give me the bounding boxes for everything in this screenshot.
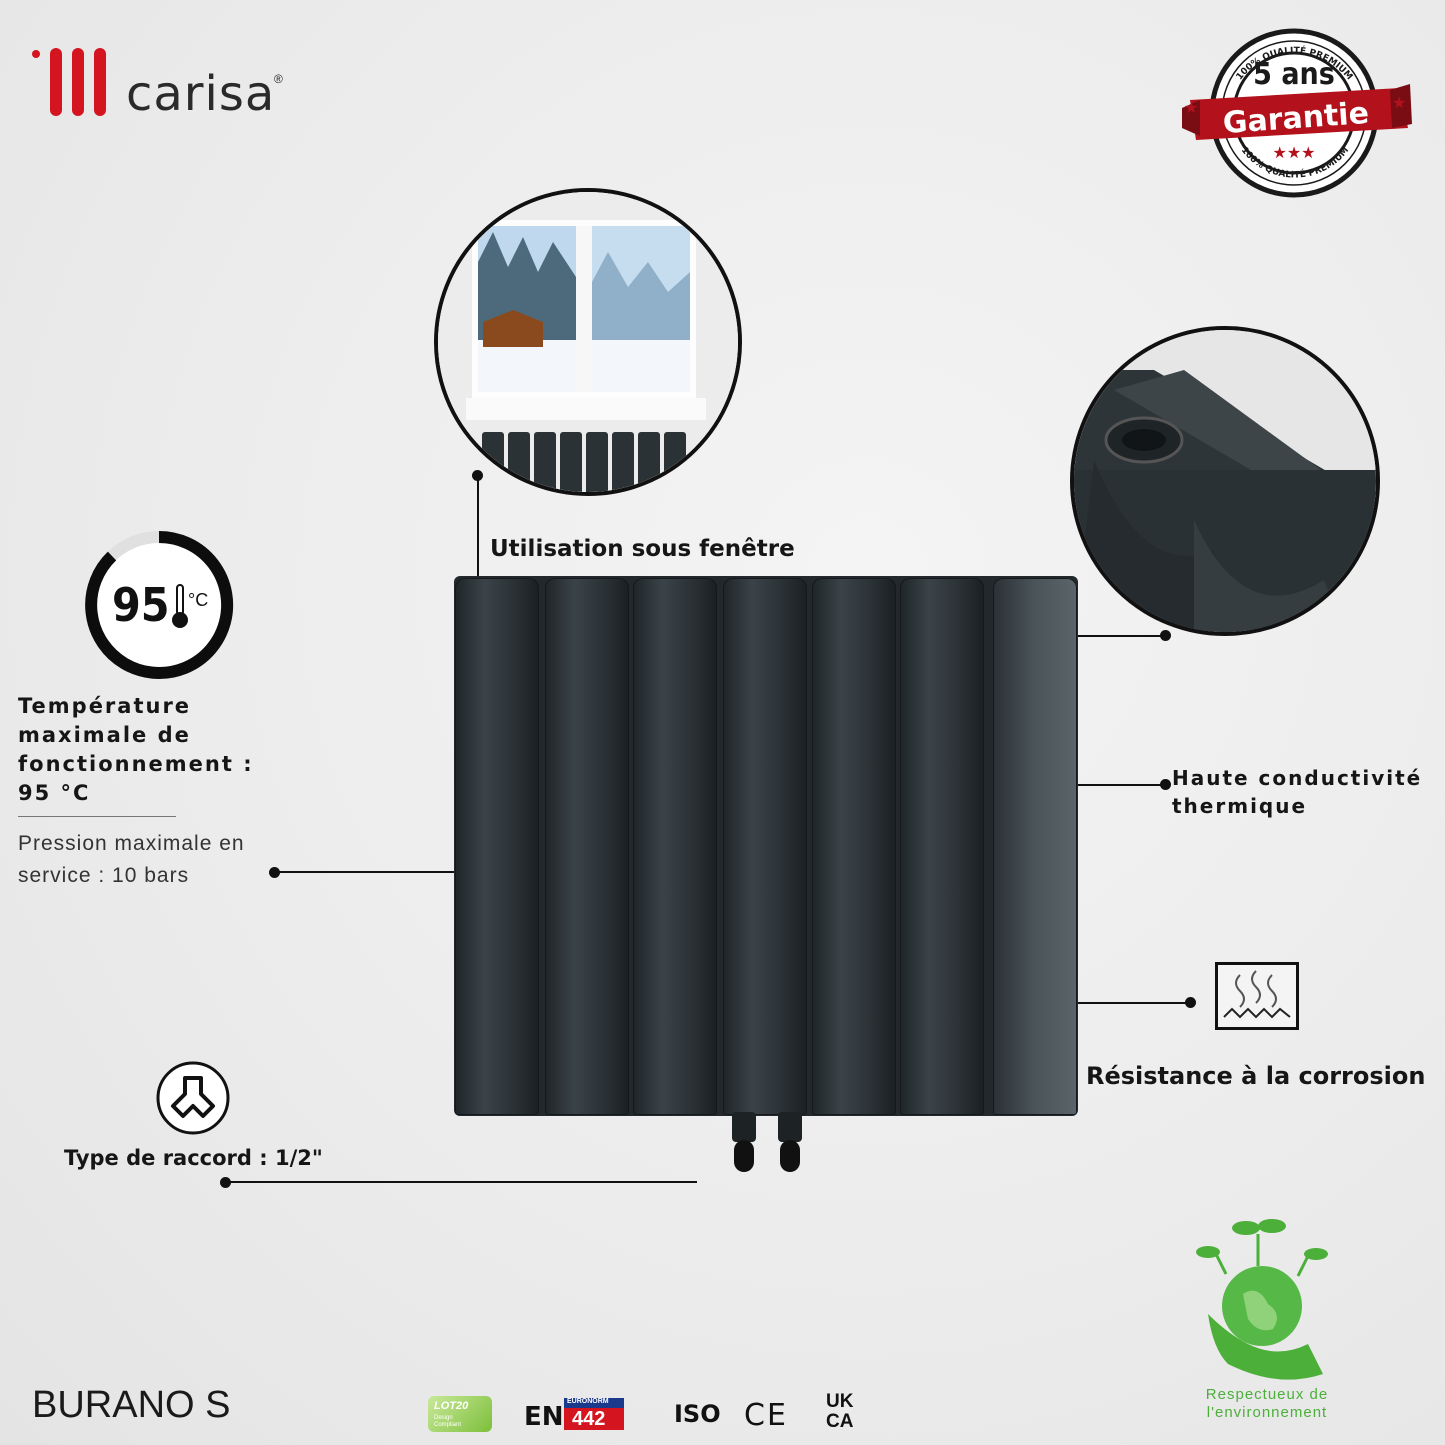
svg-text:★★★: ★★★	[1272, 145, 1315, 162]
eco-label: Respectueux de l'environnement	[1205, 1386, 1329, 1421]
lot20-badge: LOT20 Design Compliant	[428, 1396, 492, 1432]
warranty-years: 5 ans	[1253, 57, 1335, 92]
svg-text:★: ★	[1392, 95, 1406, 112]
temperature-label: Température maximale de fonctionnement :…	[18, 694, 254, 805]
temperature-unit: °C	[188, 590, 209, 610]
heat-waves-icon	[1215, 962, 1299, 1030]
conductivity-label: Haute conductivité thermique	[1172, 766, 1423, 818]
warranty-badge: 100% QUALITÉ PREMIUM 100% QUALITÉ PREMIU…	[1172, 28, 1417, 198]
brand-logo: carisa ®	[28, 44, 298, 124]
valve-left	[730, 1112, 758, 1172]
product-name: BURANO S	[32, 1384, 231, 1426]
connection-label: Type de raccord : 1/2"	[64, 1146, 323, 1170]
valve-right	[776, 1112, 804, 1172]
ukca-mark: UK CA	[826, 1391, 854, 1432]
iso-badge: ISO	[674, 1400, 721, 1428]
logo-bars-icon	[28, 44, 108, 116]
tube-detail-photo	[1070, 326, 1380, 636]
thermometer-icon	[172, 584, 188, 628]
connector-icon	[155, 1060, 231, 1136]
en442-badge: EN EURONORM 442	[522, 1398, 624, 1432]
brand-registered: ®	[274, 72, 283, 86]
corrosion-label: Résistance à la corrosion	[1086, 1062, 1426, 1090]
brand-name: carisa	[126, 66, 276, 122]
temperature-value: 95	[112, 578, 170, 632]
svg-text:★: ★	[1184, 100, 1198, 117]
ce-mark: CE	[744, 1398, 788, 1433]
leaf-hand-icon	[1188, 1214, 1330, 1384]
window-label: Utilisation sous fenêtre	[490, 536, 795, 562]
pressure-label: Pression maximale en service : 10 bars	[18, 832, 245, 887]
window-photo	[434, 188, 742, 496]
temperature-gauge: 95 °C	[82, 528, 237, 683]
